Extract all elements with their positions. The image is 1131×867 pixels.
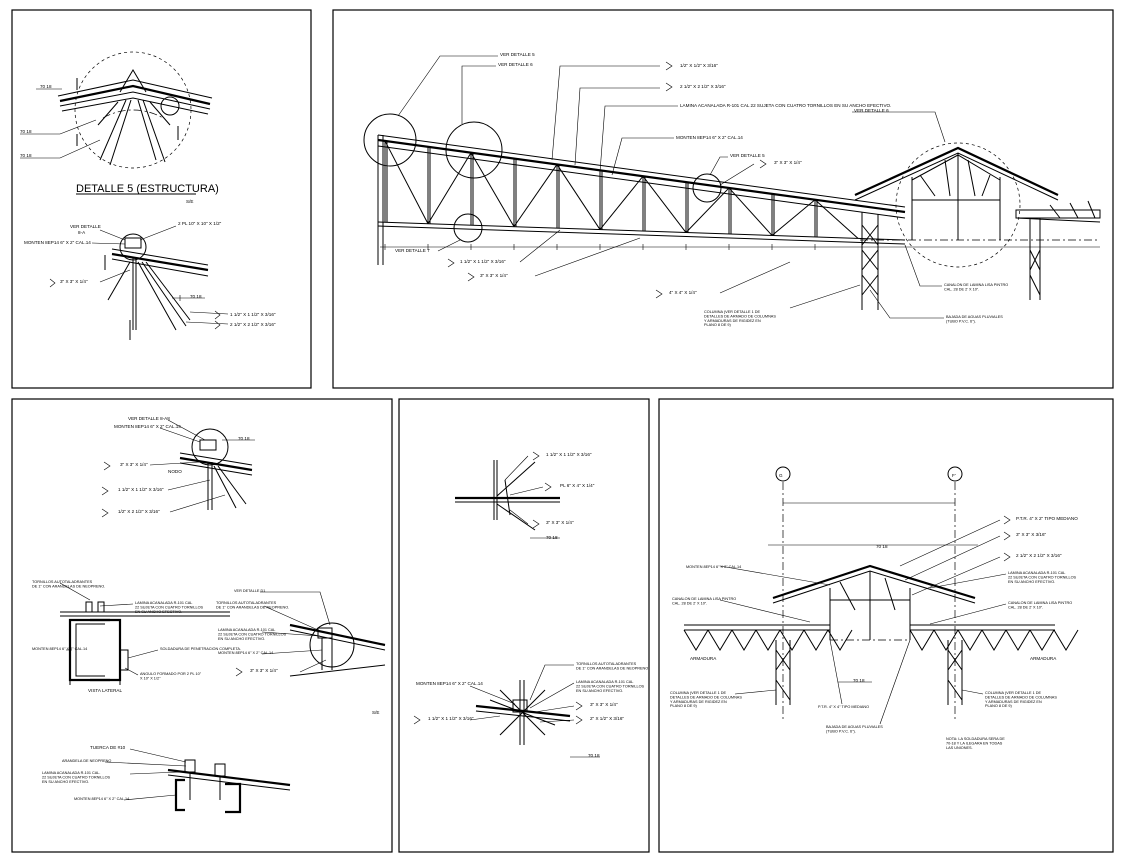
grid-axis-f: F' bbox=[952, 473, 956, 478]
callout-ver-detalle: VER DETALLE bbox=[70, 224, 101, 229]
callout-angle: 2 1/2" X 2 1/2" X 3/16" bbox=[680, 84, 726, 89]
detail-5-lower bbox=[104, 233, 209, 340]
callout-ver-detalle-6: VER DETALLE 6 bbox=[854, 108, 889, 113]
callout-angle: 3" X 3" X 1/4" bbox=[546, 520, 574, 525]
grid-axis-g: G bbox=[779, 473, 783, 478]
weld-note: 70 18 bbox=[546, 535, 558, 540]
weld-note: 70 18 bbox=[588, 753, 600, 758]
weld-note: 70 18 bbox=[853, 678, 865, 683]
callout-monten: MONTEN 8EP14 6" X 2" CAL.14 bbox=[218, 651, 273, 655]
callout-tuerca: TUERCA DE #10 bbox=[90, 745, 126, 750]
callout-bajada: BAJADA DE AGUAS PLUVIALES(TUBO P.V.C. 6"… bbox=[946, 315, 1003, 323]
callout-lamina: LAMINA ACANALADA R-101 CAL 22 SUJETA CON… bbox=[680, 103, 891, 108]
panel-frame-5 bbox=[658, 398, 1114, 853]
weld-note: 70 18 bbox=[190, 294, 202, 299]
callout-ver-detalle-sub: 8-A bbox=[78, 230, 86, 235]
callout-angle: 3" X 3" X 1/4" bbox=[480, 273, 508, 278]
callout-angulo: ANGULO FORMADO POR 2 PL 10"X 10" X 1/2" bbox=[140, 672, 202, 680]
callout-monten: MONTEN 8EP14 6" X 2" CAL.14 bbox=[24, 240, 91, 245]
callout-ver-detalle-7: VER DETALLE 7 bbox=[395, 248, 430, 253]
label-armadura: ARMADURA bbox=[690, 656, 717, 661]
callout-ptr: P.T.R. 4" X 4" TIPO MEDIANO bbox=[818, 705, 869, 709]
label-armadura: ARMADURA bbox=[1030, 656, 1057, 661]
callout-ver-detalle: VER DETALLE 8-A8 bbox=[128, 416, 170, 421]
callout-monten: MONTEN 8EP14 6" X 2" CAL.14 bbox=[74, 797, 129, 801]
callout-angle: 2" X 1/2" X 3/16" bbox=[590, 716, 624, 721]
view-label: VISTA LATERAL bbox=[88, 688, 122, 693]
callout-angle: 1 1/2" X 1 1/2" X 3/16" bbox=[230, 312, 276, 317]
weld-note: 70 18 bbox=[238, 436, 250, 441]
panel-frame-2 bbox=[332, 9, 1114, 389]
detail-ridge-node bbox=[475, 680, 571, 745]
callout-angle: 3" X 3" X 1/4" bbox=[250, 668, 278, 673]
section-elevation bbox=[683, 466, 1079, 720]
callout-angle: 3" X 3" X 1/4" bbox=[590, 702, 618, 707]
detail-node-a8 bbox=[179, 428, 253, 510]
callout-monten: MONTEN 8EP14 6" X 2" CAL.14 bbox=[416, 681, 483, 686]
callout-angle: 3" X 3" X 1/4" bbox=[60, 279, 88, 284]
callout-bajada: BAJADA DE AGUAS PLUVIALES(TUBO P.V.C. 6"… bbox=[826, 725, 883, 733]
weld-note: 70 18 bbox=[876, 544, 888, 549]
callout-angle: 1/2" X 1/2" X 3/16" bbox=[680, 63, 718, 68]
callout-nodo: NODO bbox=[168, 469, 182, 474]
callout-ptr: P.T.R. 4" X 2" TIPO MEDIANO bbox=[1016, 516, 1078, 521]
callout-ver-detalle-5b: VER DETALLE 5 bbox=[730, 153, 765, 158]
callout-plate: PL 6" X 4" X 1/4" bbox=[560, 483, 595, 488]
callout-plate: 2 PL 10" X 10" X 1/2" bbox=[178, 221, 222, 226]
callout-angle: 2 1/2" X 2 1/2" X 3/16" bbox=[1016, 553, 1062, 558]
callout-angle: 1 1/2" X 1 1/2" X 3/16" bbox=[118, 487, 164, 492]
callout-ver-detalle-6: VER DETALLE 6 bbox=[498, 62, 533, 67]
scale-note: S/E bbox=[372, 710, 379, 715]
callout-angle: 3" X 3" X 1/4" bbox=[120, 462, 148, 467]
callout-monten: MONTEN 8EP14 6" X 2" CAL.14 bbox=[32, 647, 87, 651]
panel-frame-3 bbox=[11, 398, 393, 853]
callout-monten: MONTEN 8EP14 6" X 2" CAL.14 bbox=[114, 424, 181, 429]
weld-note: 70 18 bbox=[20, 153, 32, 158]
detail-bolted-purlin bbox=[167, 759, 291, 814]
callout-soldadura: SOLDADURA DE PENETRACION COMPLETA. bbox=[160, 647, 241, 651]
callout-angle: 2 1/2" X 2 1/2" X 3/16" bbox=[230, 322, 276, 327]
detail-plate-connection bbox=[455, 460, 560, 531]
callout-lamina: LAMINA ACANALADA R-101 CAL.22 SUJETA CON… bbox=[42, 771, 111, 784]
callout-angle: 3" X 3" X 3/16" bbox=[1016, 532, 1047, 537]
callout-arandela: ARANDELA DE NEOPRENO bbox=[62, 759, 111, 763]
callout-monten: MONTEN 8EP14 6" X 2" CAL.14 bbox=[686, 565, 741, 569]
detail-purlin-side-view bbox=[60, 601, 230, 685]
panel-frame-1 bbox=[11, 9, 312, 389]
scale-note: S/E bbox=[186, 199, 193, 204]
weld-note: 70 18 bbox=[20, 129, 32, 134]
callout-angle: 1 1/2" X 1 1/2" X 3/16" bbox=[460, 259, 506, 264]
detail-5-ridge bbox=[57, 51, 213, 169]
weld-note: 70 18 bbox=[40, 84, 52, 89]
detail-roof-connection bbox=[289, 622, 386, 677]
panel-frame-4 bbox=[398, 398, 650, 853]
callout-angle: 1 1/2" X 1 1/2" X 3/16" bbox=[428, 716, 474, 721]
callout-angle: 3" X 3" X 1/4" bbox=[774, 160, 802, 165]
callout-angle: 1 1/2" X 1 1/2" X 3/16" bbox=[546, 452, 592, 457]
callout-angle: 4" X 4" X 1/4" bbox=[669, 290, 697, 295]
callout-monten: MONTEN 8EP14 6" X 2" CAL.14 bbox=[676, 135, 743, 140]
callout-angle: 1/2" X 2 1/2" X 3/16" bbox=[118, 509, 160, 514]
callout-ver-detalle-5: VER DETALLE 5 bbox=[500, 52, 535, 57]
main-truss bbox=[363, 113, 1101, 310]
detail-title: DETALLE 5 (ESTRUCTURA) bbox=[76, 183, 219, 195]
callout-ver-detalle: VER DETALLE D1 bbox=[234, 589, 265, 593]
